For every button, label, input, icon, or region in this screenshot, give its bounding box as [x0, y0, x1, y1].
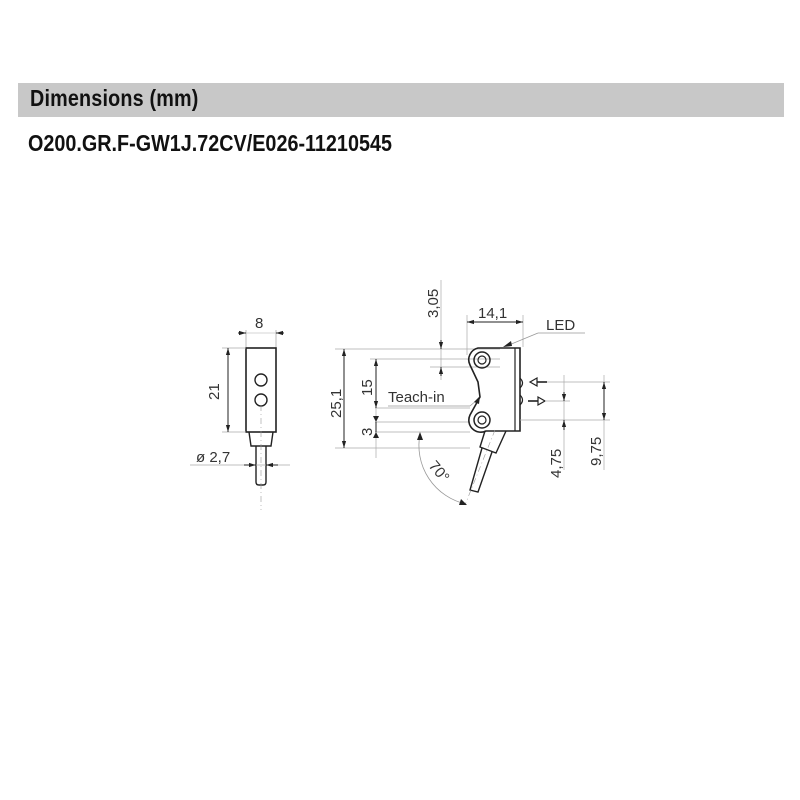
- hole-spacing-label: 15: [359, 379, 376, 396]
- emitter-offset-label: 9,75: [588, 437, 605, 466]
- total-height-label: 25,1: [328, 389, 345, 418]
- model-number: O200.GR.F-GW1J.72CV/E026-11210545: [28, 130, 392, 156]
- section-header-band: Dimensions (mm): [18, 83, 784, 117]
- angle-label: 70°: [425, 458, 453, 486]
- cable-front: [469, 447, 493, 493]
- cable-gland-front: [479, 430, 507, 454]
- section-title: Dimensions (mm): [30, 85, 199, 111]
- height-label: 21: [206, 383, 223, 400]
- led-label: LED: [546, 317, 575, 334]
- angle-arc: [418, 433, 467, 505]
- sensor-body-front: [467, 347, 521, 433]
- receiver-arrow-icon: [528, 395, 547, 407]
- top-offset-label: 3,05: [425, 289, 442, 318]
- lens-receiver: [254, 393, 268, 407]
- side-view: 8 21 ø 2,7: [190, 315, 290, 510]
- cable-diameter-label: ø 2,7: [196, 449, 230, 466]
- emitter-arrow-icon: [528, 376, 547, 388]
- bottom-offset-label: 3: [359, 428, 376, 436]
- front-view: 25,1 15 3 3,05 14,1 LED: [328, 280, 610, 506]
- lens-emitter: [254, 373, 268, 387]
- mounting-hole-top: [473, 351, 491, 369]
- teach-in-label: Teach-in: [388, 389, 445, 406]
- optical-axis-offset-label: 4,75: [548, 449, 565, 478]
- mounting-hole-bottom: [473, 411, 491, 429]
- depth-label: 14,1: [478, 305, 507, 322]
- width-label: 8: [255, 315, 263, 332]
